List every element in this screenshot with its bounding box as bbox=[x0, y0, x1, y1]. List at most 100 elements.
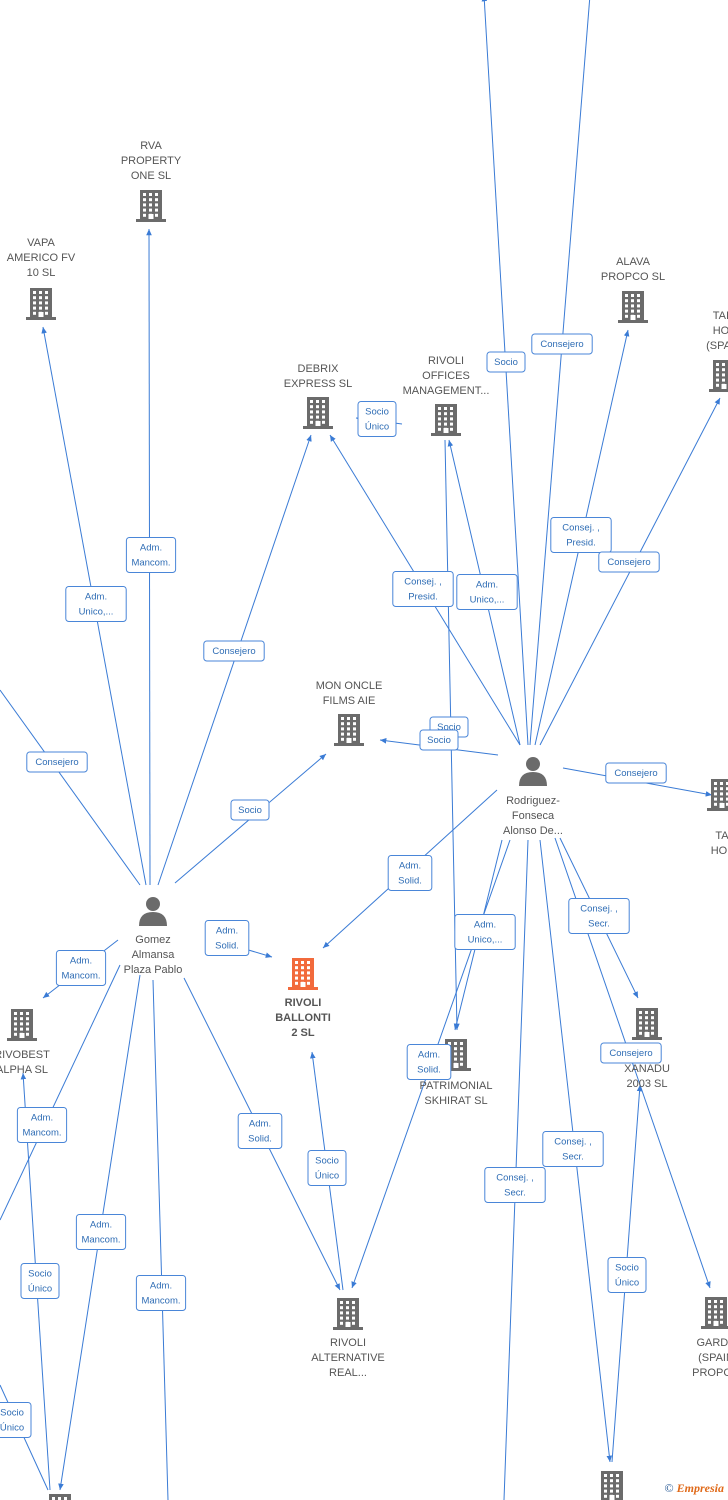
edge-label-socio-mon-2[interactable]: Socio bbox=[419, 729, 459, 751]
node-rivobest[interactable]: RIVOBESTALPHA SL bbox=[0, 1009, 50, 1076]
node-label: OFFICES bbox=[422, 370, 470, 382]
node-label: REAL... bbox=[329, 1367, 367, 1379]
relationship-edge bbox=[529, 0, 591, 746]
node-label: PROPERTY bbox=[121, 155, 182, 167]
edge-label-text: Adm. bbox=[70, 956, 92, 967]
node-label: BALLONTI bbox=[275, 1012, 331, 1024]
edge-label-adm-mancom-left[interactable]: Adm.Mancom. bbox=[16, 1107, 68, 1143]
node-bottom-right[interactable] bbox=[597, 1471, 627, 1500]
edge-label-consejero-left[interactable]: Consejero bbox=[26, 751, 88, 773]
edge-label-adm-solid-alt[interactable]: Adm.Solid. bbox=[406, 1044, 452, 1080]
edge-label-text: Único bbox=[315, 1171, 339, 1182]
building-icon bbox=[7, 1009, 37, 1041]
edge-label-adm-unico-offices[interactable]: Adm.Unico,... bbox=[456, 574, 518, 610]
edge-label-adm-solid-gomez[interactable]: Adm.Solid. bbox=[204, 920, 250, 956]
node-xanadu[interactable]: OXANADU2003 SL bbox=[624, 1008, 670, 1090]
edge-label-text: Presid. bbox=[566, 538, 596, 549]
edge-label-consejero-debrix[interactable]: Consejero bbox=[203, 640, 265, 662]
edge-label-text: Solid. bbox=[417, 1065, 441, 1076]
building-icon bbox=[632, 1008, 662, 1040]
node-rivoli-alt[interactable]: RIVOLIALTERNATIVEREAL... bbox=[311, 1298, 385, 1379]
node-ta-hol[interactable]: TAHOL bbox=[707, 779, 728, 857]
edge-label-text: Unico,... bbox=[468, 935, 503, 946]
node-label: RIVOLI bbox=[428, 355, 464, 367]
node-tail[interactable]: TAILHOL(SPAIN bbox=[706, 310, 728, 392]
building-icon bbox=[288, 958, 318, 990]
edge-label-text: Adm. bbox=[474, 920, 496, 931]
edge-label-text: Consejero bbox=[609, 1048, 652, 1059]
building-icon bbox=[701, 1297, 728, 1329]
node-patrimonial[interactable]: PATRIMONIAL SKHIRAT SL bbox=[420, 1039, 493, 1107]
relationship-edge bbox=[0, 689, 141, 886]
node-label: PATRIMONIAL bbox=[420, 1080, 493, 1092]
building-icon bbox=[303, 397, 333, 429]
edge-label-consejero-ta[interactable]: Consejero bbox=[605, 762, 667, 784]
edge-label-adm-mancom-rivobest[interactable]: Adm.Mancom. bbox=[55, 950, 107, 986]
edge-label-text: Mancom. bbox=[131, 558, 170, 569]
edge-label-text: Único bbox=[0, 1423, 24, 1434]
building-icon bbox=[618, 291, 648, 323]
edge-label-text: Único bbox=[615, 1278, 639, 1289]
edge-label-text: Consejero bbox=[540, 339, 583, 350]
node-label: VAPA bbox=[27, 237, 55, 249]
node-label: (SPAIN bbox=[706, 340, 728, 352]
edge-label-text: Mancom. bbox=[81, 1235, 120, 1246]
edge-label-text: Presid. bbox=[408, 592, 438, 603]
edge-label-socio-gomez-mon[interactable]: Socio bbox=[230, 799, 270, 821]
node-label: Gomez bbox=[135, 934, 170, 946]
building-icon bbox=[334, 714, 364, 746]
edge-label-consej-secr-br[interactable]: Consej. ,Secr. bbox=[542, 1131, 604, 1167]
edge-label-adm-unico-patr[interactable]: Adm. Unico,... bbox=[454, 914, 516, 950]
copyright-symbol: © bbox=[664, 1481, 674, 1495]
edge-label-text: Solid. bbox=[248, 1134, 272, 1145]
edge-label-adm-solid-rod[interactable]: Adm.Solid. bbox=[387, 855, 433, 891]
node-label: 2003 SL bbox=[627, 1078, 668, 1090]
node-label: MON ONCLE bbox=[316, 680, 383, 692]
edge-label-text: Socio bbox=[0, 1408, 24, 1419]
node-garden[interactable]: GARDE(SPAINPROPCO bbox=[692, 1297, 728, 1379]
edge-label-consej-presid-debrix[interactable]: Consej. ,Presid. bbox=[392, 571, 454, 607]
edge-label-adm-mancom-rva[interactable]: Adm.Mancom. bbox=[125, 537, 177, 573]
node-label: Almansa bbox=[132, 949, 176, 961]
node-alava[interactable]: ALAVA PROPCO SL bbox=[601, 256, 665, 323]
node-label: SKHIRAT SL bbox=[424, 1095, 487, 1107]
edge-label-adm-mancom-bl[interactable]: Adm. Mancom. bbox=[75, 1214, 127, 1250]
node-label: PROPCO bbox=[692, 1367, 728, 1379]
edge-label-consej-secr-xanadu[interactable]: Consej. ,Secr. bbox=[568, 898, 630, 934]
building-icon bbox=[49, 1494, 71, 1500]
node-label: AMERICO FV bbox=[7, 252, 76, 264]
node-label: PROPCO SL bbox=[601, 271, 665, 283]
edge-label-text: Mancom. bbox=[141, 1296, 180, 1307]
edge-label-text: Adm. bbox=[90, 1220, 112, 1231]
edge-label-text: Adm. bbox=[399, 861, 421, 872]
node-vapa[interactable]: VAPA AMERICO FV 10 SL bbox=[7, 237, 76, 320]
edge-label-adm-unico-vapa[interactable]: Adm.Unico,... bbox=[65, 586, 127, 622]
edge-label-text: Socio bbox=[28, 1269, 52, 1280]
edge-label-adm-solid-gomez-alt[interactable]: Adm.Solid. bbox=[237, 1113, 283, 1149]
edge-label-consej-secr-bottom[interactable]: Consej. ,Secr. bbox=[484, 1167, 546, 1203]
edge-label-socio-top[interactable]: Socio bbox=[486, 351, 526, 373]
edge-label-consejero-tail[interactable]: Consejero bbox=[598, 551, 660, 573]
edge-label-text: Consej. , bbox=[554, 1137, 592, 1148]
node-label: 10 SL bbox=[27, 267, 56, 279]
edge-label-consejero-top[interactable]: Consejero bbox=[531, 333, 593, 355]
node-rivoli-offices[interactable]: RIVOLIOFFICESMANAGEMENT... bbox=[403, 355, 490, 436]
edge-label-consej-presid-alava[interactable]: Consej. ,Presid. bbox=[550, 517, 612, 553]
edge-label-consejero-garden[interactable]: Consejero bbox=[600, 1042, 662, 1064]
edge-label-adm-mancom-bottom[interactable]: Adm.Mancom. bbox=[135, 1275, 187, 1311]
edge-label-text: Consej. , bbox=[580, 904, 618, 915]
node-bottom-left[interactable] bbox=[45, 1494, 75, 1500]
node-label: ALAVA bbox=[616, 256, 650, 268]
